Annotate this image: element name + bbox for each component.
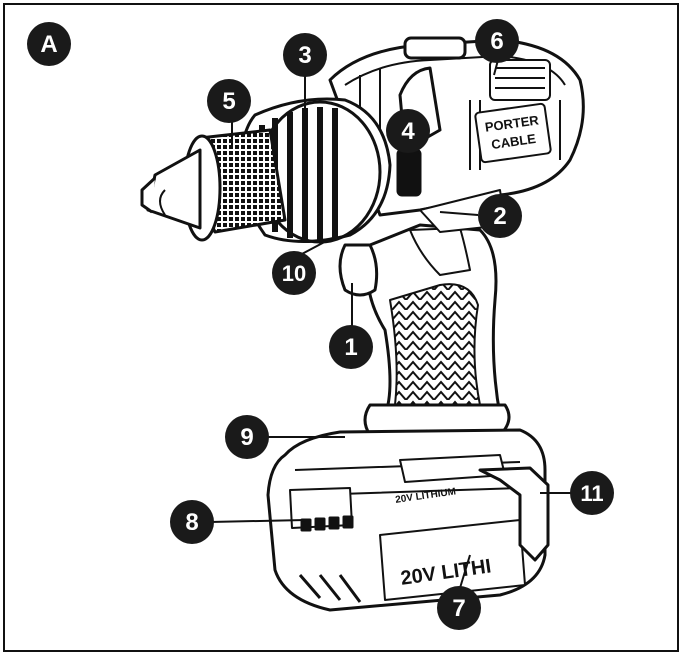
callout-11: 11 — [570, 471, 614, 515]
top-vent — [403, 36, 467, 60]
callout-4: 4 — [386, 109, 430, 153]
drill-illustration — [140, 36, 585, 612]
callout-7: 7 — [437, 586, 481, 630]
callout-6: 6 — [475, 19, 519, 63]
callout-A: A — [27, 22, 71, 66]
svg-text:1: 1 — [344, 334, 357, 361]
callout-5: 5 — [207, 79, 251, 123]
svg-text:10: 10 — [282, 261, 306, 286]
svg-text:2: 2 — [493, 203, 506, 230]
panel-label: A — [40, 31, 57, 58]
callout-2: 2 — [478, 194, 522, 238]
battery-front-face — [379, 519, 526, 601]
callout-9: 9 — [225, 415, 269, 459]
handle-grip — [389, 283, 481, 406]
forward-reverse-button — [396, 148, 422, 197]
trigger — [338, 243, 379, 297]
svg-text:5: 5 — [222, 88, 235, 115]
callout-8: 8 — [170, 500, 214, 544]
svg-text:6: 6 — [490, 28, 503, 55]
svg-text:9: 9 — [240, 424, 253, 451]
svg-text:3: 3 — [298, 42, 311, 69]
callout-1: 1 — [329, 325, 373, 369]
svg-text:11: 11 — [580, 481, 603, 506]
svg-text:7: 7 — [452, 595, 465, 622]
battery-release-tab — [478, 466, 550, 562]
callout-10: 10 — [272, 251, 316, 295]
logo-line-2: CABLE — [490, 131, 537, 152]
callout-3: 3 — [283, 33, 327, 77]
svg-text:8: 8 — [185, 509, 198, 536]
svg-text:4: 4 — [401, 118, 415, 145]
